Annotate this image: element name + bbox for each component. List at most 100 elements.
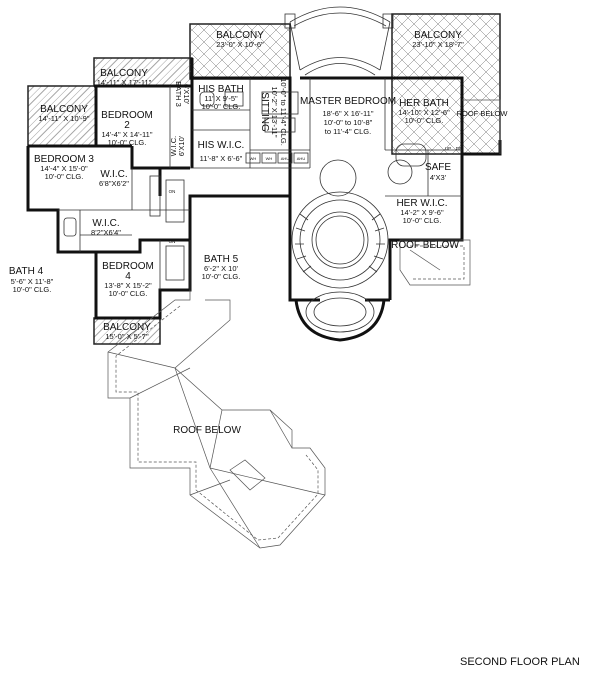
room-balcony-top-left: BALCONY 14'-11" X 10'-9" bbox=[39, 104, 90, 123]
on-upper-label: ON bbox=[169, 189, 176, 194]
room-master-bedroom: MASTER BEDROOM 18'-6" X 16'-11" 10'-0" t… bbox=[300, 96, 396, 136]
her-wic-name: HER W.I.C. bbox=[396, 198, 447, 209]
on-lower-label: ON bbox=[169, 239, 176, 244]
roof-below-mid-name: ROOF BELOW bbox=[391, 240, 459, 251]
room-roof-below-mid: ROOF BELOW bbox=[391, 240, 459, 251]
balcony-top-left-area bbox=[27, 85, 97, 147]
master-name: MASTER BEDROOM bbox=[300, 96, 396, 107]
bedroom4-name: BEDROOM bbox=[102, 261, 154, 272]
bedroom4-dims: 13'-8" X 15'-2" bbox=[104, 281, 152, 290]
laundry-label-1: WH bbox=[266, 156, 273, 161]
roof-below-main-name: ROOF BELOW bbox=[173, 425, 241, 436]
wic-b3-name: W.I.C. bbox=[100, 169, 127, 180]
room-roof-below-right: ROOF BELOW bbox=[457, 109, 509, 118]
wic-b4-dims: 8'2"X6'4" bbox=[91, 228, 121, 237]
sitting-clg: 10'-0" to 11'-4" CLG. bbox=[279, 78, 288, 146]
balcony-right-name: BALCONY bbox=[414, 30, 462, 41]
sitting-dims: 10'-2" X 13'-11" bbox=[270, 87, 279, 138]
plan-title: SECOND FLOOR PLAN bbox=[460, 656, 580, 668]
her-wic-dims: 14'-2" X 9'-6" bbox=[400, 208, 444, 217]
grand-staircase bbox=[291, 191, 389, 342]
his-bath-dims: 11' X 9'-5" bbox=[204, 94, 238, 103]
room-bedroom-2: BEDROOM 2 14'-4" X 14'-11" 10'-0" CLG. bbox=[101, 110, 153, 147]
her-wic-clg: 10'-0" CLG. bbox=[403, 216, 442, 225]
his-bath-name: HIS BATH bbox=[198, 84, 243, 95]
wic-b2-name: W.I.C. bbox=[169, 136, 178, 156]
room-roof-below-main: ROOF BELOW bbox=[173, 425, 241, 436]
bath4-clg: 10'-0" CLG. bbox=[13, 285, 52, 294]
room-his-wic: HIS W.I.C. 11'-8" X 6'-6" bbox=[198, 140, 245, 163]
room-bath-5: BATH 5 6'-2" X 10' 10'-0" CLG. bbox=[202, 254, 241, 281]
balcony-upper-left-dims: 14'-11" X 17'-11" bbox=[97, 78, 152, 87]
balcony-bottom-name: BALCONY bbox=[103, 322, 151, 333]
room-balcony-right: BALCONY 23'-10" X 18'-7" bbox=[412, 30, 464, 49]
roof-below-drawing bbox=[107, 290, 326, 549]
room-bath-3: BATH 3 6'X10' bbox=[174, 81, 191, 107]
dn-label: DN bbox=[456, 146, 463, 151]
roof-below-right-drawing bbox=[399, 99, 501, 286]
room-sitting: SITTING 10'-2" X 13'-11" 10'-0" to 11'-4… bbox=[259, 78, 288, 146]
balcony-upper-left-area bbox=[93, 57, 193, 87]
bath4-dims: 5'-6" X 11'-8" bbox=[11, 277, 54, 286]
wic-b4-name: W.I.C. bbox=[92, 218, 119, 229]
bedroom4-clg: 10'-0" CLG. bbox=[109, 289, 148, 298]
room-wic-bedroom3: W.I.C. 6'8"X6'2" bbox=[99, 169, 129, 188]
laundry-label-0: WH bbox=[250, 156, 257, 161]
her-bath-dims: 14'-10" X 12'-6" bbox=[398, 108, 450, 117]
wic-b3-dims: 6'8"X6'2" bbox=[99, 179, 129, 188]
safe-name: SAFE bbox=[425, 162, 451, 173]
balcony-center-dims: 23'-0" X 10'-6" bbox=[216, 40, 264, 49]
sitting-name: SITTING bbox=[259, 92, 270, 132]
her-bath-clg: 10'-0" CLG. bbox=[405, 116, 444, 125]
bath5-clg: 10'-0" CLG. bbox=[202, 272, 241, 281]
room-wic-bedroom2: W.I.C. 6'X10' bbox=[169, 135, 186, 156]
bedroom3-clg: 10'-0" CLG. bbox=[45, 172, 84, 181]
balcony-bottom-dims: 15'-0" X 5'-7" bbox=[105, 332, 149, 341]
bath3-name: BATH 3 bbox=[174, 81, 183, 107]
wic-b2-dims: 6'X10' bbox=[177, 135, 186, 156]
balcony-top-left-name: BALCONY bbox=[40, 104, 88, 115]
her-bath-name: HER BATH bbox=[399, 98, 449, 109]
bedroom2-num: 2 bbox=[124, 120, 130, 131]
bedroom3-name: BEDROOM 3 bbox=[34, 154, 94, 165]
room-her-bath: HER BATH 14'-10" X 12'-6" 10'-0" CLG. bbox=[398, 98, 450, 125]
balcony-upper-left-name: BALCONY bbox=[100, 68, 148, 79]
bath5-dims: 6'-2" X 10' bbox=[204, 264, 238, 273]
fixtures: WH WH AHU AHU ON ON UP DN bbox=[63, 91, 463, 281]
laundry-label-3: AHU bbox=[297, 156, 306, 161]
room-balcony-upper-left: BALCONY 14'-11" X 17'-11" bbox=[97, 68, 152, 87]
master-clg1: 10'-0" to 10'-8" bbox=[324, 118, 373, 127]
room-balcony-bottom: BALCONY 15'-0" X 5'-7" bbox=[103, 322, 151, 341]
balcony-right-dims: 23'-10" X 18'-7" bbox=[412, 40, 464, 49]
up-label: UP bbox=[445, 146, 451, 151]
room-bath-4: BATH 4 5'-6" X 11'-8" 10'-0" CLG. bbox=[9, 266, 54, 294]
roof-below-right-line: ROOF BELOW bbox=[457, 109, 509, 118]
his-bath-clg: 10'-0" CLG. bbox=[202, 102, 241, 111]
bath3-dims: 6'X10' bbox=[182, 84, 191, 105]
balcony-top-left-dims: 14'-11" X 10'-9" bbox=[39, 114, 90, 123]
room-safe: SAFE 4'X3' bbox=[425, 162, 451, 182]
rotunda-arch bbox=[284, 6, 394, 76]
bedroom2-dims: 14'-4" X 14'-11" bbox=[102, 130, 153, 139]
master-dims: 18'-6" X 16'-11" bbox=[323, 109, 374, 118]
balcony-center-name: BALCONY bbox=[216, 30, 264, 41]
master-clg2: to 11'-4" CLG. bbox=[325, 127, 371, 136]
safe-dims: 4'X3' bbox=[430, 173, 447, 182]
bedroom3-dims: 14'-4" X 15'-0" bbox=[40, 164, 88, 173]
his-wic-dims: 11'-8" X 6'-6" bbox=[200, 154, 243, 163]
bedroom4-num: 4 bbox=[125, 271, 131, 282]
his-wic-name: HIS W.I.C. bbox=[198, 140, 245, 151]
balcony-right-area bbox=[391, 13, 501, 155]
room-bedroom-4: BEDROOM 4 13'-8" X 15'-2" 10'-0" CLG. bbox=[102, 261, 154, 298]
room-balcony-center: BALCONY 23'-0" X 10'-6" bbox=[216, 30, 264, 49]
laundry-label-2: AHU bbox=[281, 156, 290, 161]
balcony-bottom-area bbox=[93, 317, 161, 345]
balcony-center-area bbox=[189, 23, 291, 80]
bedroom2-clg: 10'-0" CLG. bbox=[108, 138, 147, 147]
bedroom2-name: BEDROOM bbox=[101, 110, 153, 121]
room-bedroom-3: BEDROOM 3 14'-4" X 15'-0" 10'-0" CLG. bbox=[34, 154, 94, 181]
bath4-name: BATH 4 bbox=[9, 266, 44, 277]
room-wic-bedroom4: W.I.C. 8'2"X6'4" bbox=[91, 218, 121, 237]
bath5-name: BATH 5 bbox=[204, 254, 239, 265]
